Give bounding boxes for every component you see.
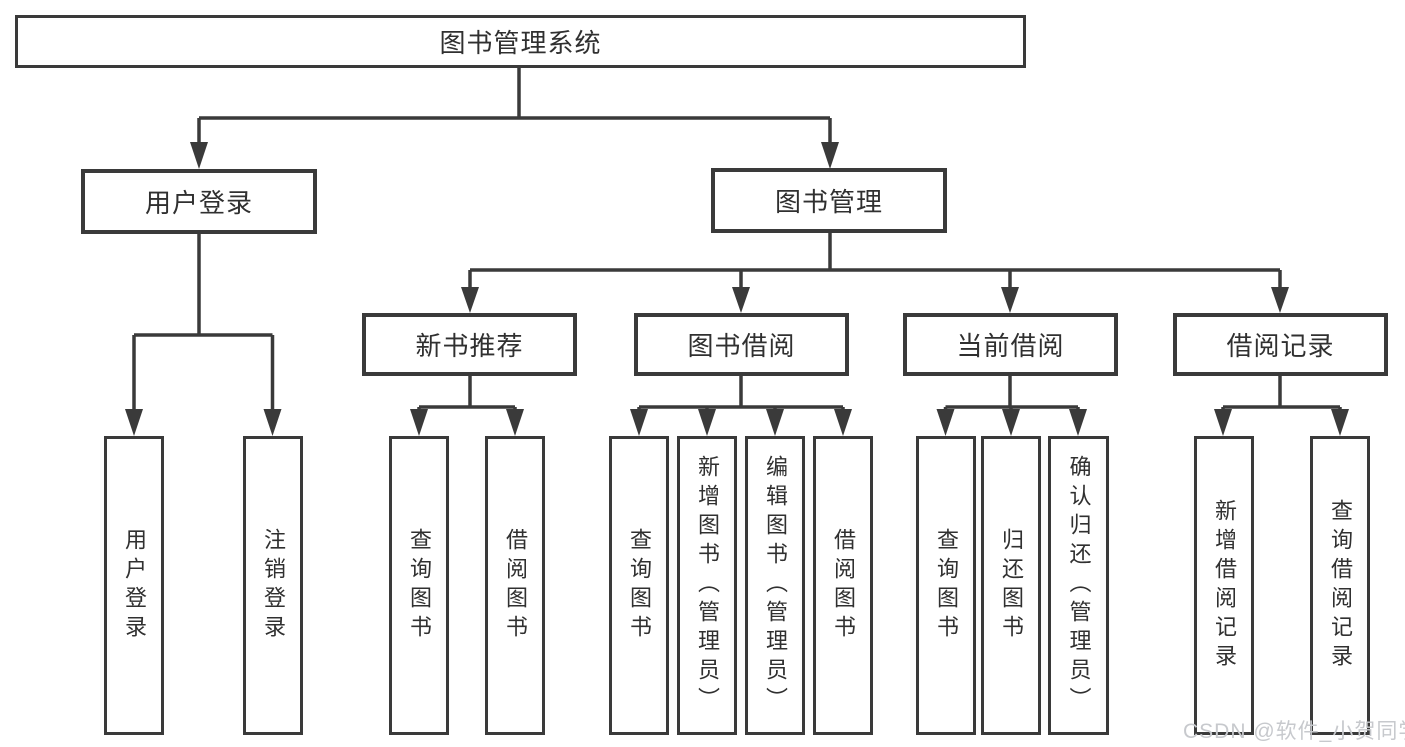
node-book-borrow: 图书借阅 — [634, 313, 849, 376]
leaf-label: 查询图书 — [627, 527, 652, 644]
leaf-query-books: 查询图书 — [389, 436, 449, 735]
arrowhead — [630, 409, 648, 436]
arrowhead — [1002, 409, 1020, 436]
arrowhead — [834, 409, 852, 436]
arrowhead — [1331, 409, 1349, 436]
node-label: 图书管理系统 — [439, 28, 602, 58]
leaf-query-borrow-record: 查询借阅记录 — [1310, 436, 1370, 735]
node-borrow-records: 借阅记录 — [1173, 313, 1388, 376]
arrowhead — [1069, 409, 1087, 436]
leaf-borrow-books: 借阅图书 — [485, 436, 545, 735]
leaf-label: 借阅图书 — [831, 527, 856, 644]
leaf-logout: 注销登录 — [243, 436, 303, 735]
csdn-watermark: CSDN @软件_小贺同学 — [1183, 720, 1405, 743]
leaf-label: 用户登录 — [122, 527, 147, 644]
node-new-book-recommend: 新书推荐 — [362, 313, 577, 376]
leaf-label: 新增图书（管理员） — [695, 455, 720, 716]
leaf-label: 归还图书 — [999, 527, 1024, 644]
arrowhead — [506, 409, 524, 436]
arrowhead — [1271, 287, 1289, 313]
arrowhead — [732, 287, 750, 313]
leaf-label: 编辑图书（管理员） — [763, 455, 788, 716]
leaf-return-book: 归还图书 — [981, 436, 1041, 735]
node-user-login: 用户登录 — [81, 169, 317, 234]
leaf-edit-book-admin: 编辑图书（管理员） — [745, 436, 805, 735]
leaf-borrow-books-2: 借阅图书 — [813, 436, 873, 735]
node-label: 新书推荐 — [415, 331, 524, 361]
node-label: 图书借阅 — [687, 331, 796, 361]
connector-newbook-to-leaves — [417, 376, 517, 411]
leaf-label: 新增借阅记录 — [1212, 498, 1237, 673]
node-label: 用户登录 — [144, 188, 253, 218]
leaf-label: 查询借阅记录 — [1328, 498, 1353, 673]
node-current-borrow: 当前借阅 — [903, 313, 1118, 376]
connector-bookmgmt-to-level2 — [468, 233, 1282, 289]
arrowheads — [125, 142, 1349, 436]
node-library-management-system: 图书管理系统 — [15, 15, 1026, 68]
arrowhead — [190, 142, 208, 169]
connector-currentborrow-to-leaves — [943, 376, 1080, 411]
arrowhead — [936, 409, 955, 436]
connector-bookborrow-to-leaves — [637, 376, 845, 411]
arrowhead — [263, 409, 282, 436]
leaf-label: 确认归还（管理员） — [1066, 455, 1092, 716]
arrowhead — [766, 409, 784, 436]
leaf-user-login: 用户登录 — [104, 436, 164, 735]
leaf-confirm-return-admin: 确认归还（管理员） — [1048, 436, 1109, 735]
connector-root-to-level1 — [197, 68, 832, 144]
arrowhead — [1214, 409, 1232, 436]
node-label: 借阅记录 — [1226, 331, 1335, 361]
arrowhead — [1001, 287, 1019, 313]
node-label: 图书管理 — [774, 187, 883, 217]
leaf-label: 注销登录 — [261, 527, 286, 644]
connector-records-to-leaves — [1221, 376, 1342, 411]
node-label: 当前借阅 — [956, 331, 1065, 361]
arrowhead — [125, 409, 143, 436]
leaf-add-book-admin: 新增图书（管理员） — [677, 436, 737, 735]
leaf-label: 查询图书 — [934, 527, 959, 644]
arrowhead — [461, 287, 479, 313]
leaf-add-borrow-record: 新增借阅记录 — [1194, 436, 1254, 735]
leaf-label: 借阅图书 — [503, 527, 528, 644]
arrowhead — [410, 409, 428, 436]
connector-userlogin-to-leaves — [132, 234, 275, 411]
arrowhead — [698, 409, 716, 436]
leaf-query-books-2: 查询图书 — [609, 436, 669, 735]
leaf-label: 查询图书 — [407, 527, 432, 644]
arrowhead — [821, 142, 839, 169]
node-book-management: 图书管理 — [711, 168, 947, 233]
leaf-query-books-3: 查询图书 — [916, 436, 976, 735]
